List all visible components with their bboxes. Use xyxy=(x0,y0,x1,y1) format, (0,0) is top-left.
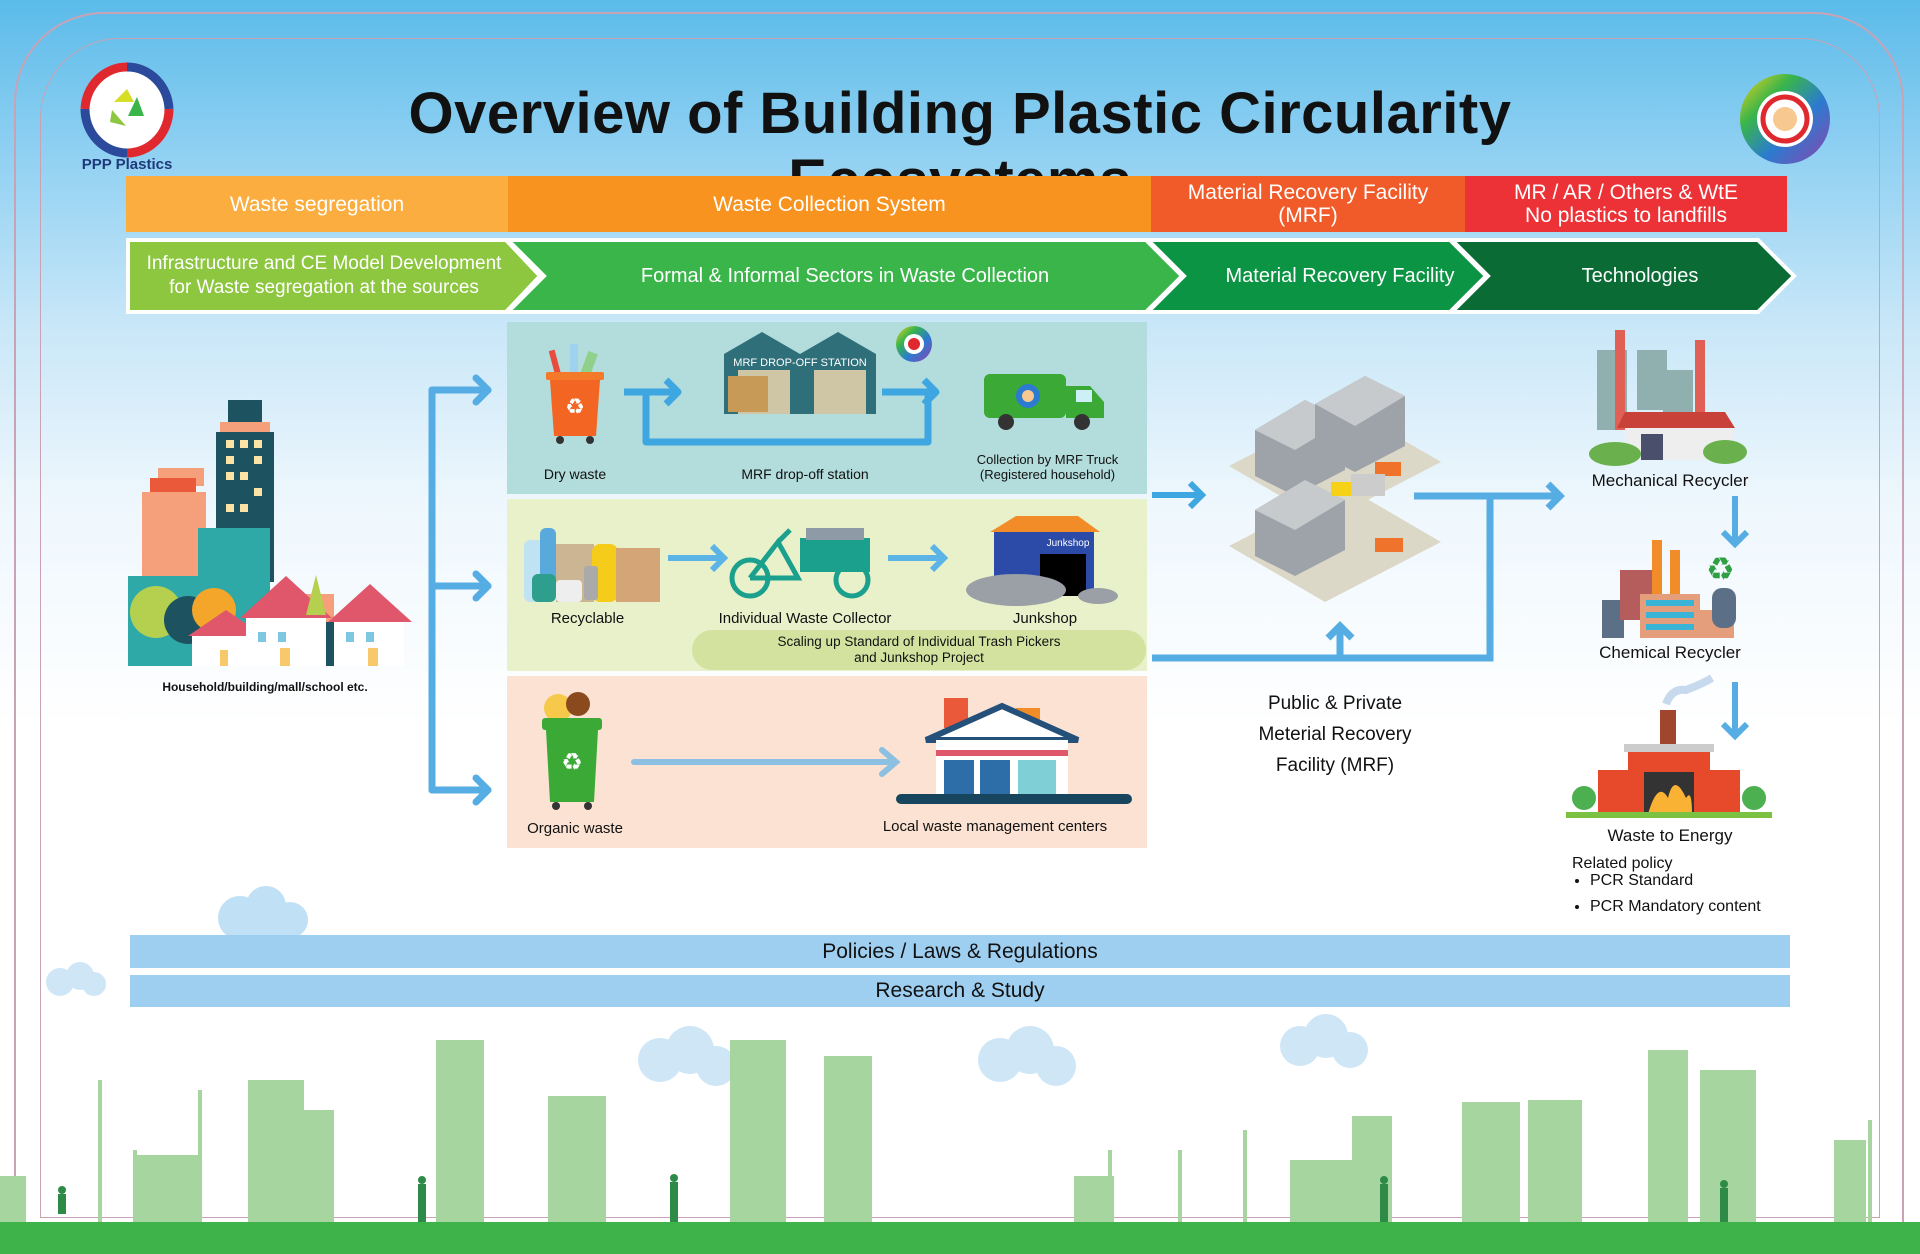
recycle-icon: ♻ xyxy=(1706,551,1735,587)
chevron-row xyxy=(126,238,1797,314)
ppp-plastics-label: PPP Plastics xyxy=(81,156,173,173)
stage-label: Material Recovery Facility (MRF) xyxy=(1187,181,1429,227)
mechanical-recycler-label: Mechanical Recycler xyxy=(1591,471,1749,490)
local-waste-center-label: Local waste management centers xyxy=(882,818,1108,835)
green-city-skyline xyxy=(0,1014,1872,1224)
junkshop-project-label: Scaling up Standard of Individual Trash … xyxy=(777,634,1061,665)
mrf-truck-label: Collection by MRF Truck (Registered hous… xyxy=(976,452,1119,482)
recyclable-label: Recyclable xyxy=(550,610,625,627)
mrf-facility-illustration xyxy=(1229,376,1441,602)
research-label: Research & Study xyxy=(875,979,1045,1002)
chevron-technologies xyxy=(1447,238,1797,314)
junkshop-icon: Junkshop xyxy=(966,516,1118,606)
related-policy-heading: Related policy xyxy=(1572,855,1673,872)
stage-label: Waste segregation xyxy=(229,192,405,216)
organic-waste-label: Organic waste xyxy=(527,820,623,837)
stage-technologies: MR / AR / Others & WtE No plastics to la… xyxy=(1465,176,1787,232)
svg-text:♻: ♻ xyxy=(565,394,585,419)
drop-off-loop-arrows xyxy=(624,377,940,446)
ground-strip xyxy=(0,1222,1920,1254)
stage-waste-collection: Waste Collection System xyxy=(508,176,1151,232)
mrf-truck-icon xyxy=(984,374,1104,430)
policy-item: PCR Standard xyxy=(1590,868,1761,894)
organic-waste-bin-icon: ♻ xyxy=(542,692,602,810)
city-buildings-illustration xyxy=(128,400,412,666)
chevron-label-technologies: Technologies xyxy=(1581,265,1699,287)
collector-tricycle-icon xyxy=(729,528,871,599)
down-arrow-1 xyxy=(1720,496,1750,549)
chevron-label-segregation: Infrastructure and CE Model Development … xyxy=(146,253,502,298)
mrf-drop-off-label: MRF drop-off station xyxy=(741,466,869,482)
down-arrow-2 xyxy=(1720,682,1750,741)
ppp-plastics-logo xyxy=(80,62,174,158)
mrf-drop-off-station-icon: MRF DROP-OFF STATION xyxy=(724,332,876,414)
research-bar: Research & Study xyxy=(130,975,1790,1007)
dry-waste-bin-icon: ♻ xyxy=(546,344,604,444)
chemical-recycler-icon xyxy=(1602,540,1736,638)
policies-label: Policies / Laws & Regulations xyxy=(822,939,1098,963)
waste-to-energy-icon xyxy=(1566,674,1772,818)
individual-collector-label: Individual Waste Collector xyxy=(718,610,892,627)
junkshop-sign: Junkshop xyxy=(1047,538,1090,549)
chevron-label-collection: Formal & Informal Sectors in Waste Colle… xyxy=(640,265,1050,287)
chevron-label-mrf: Material Recovery Facility xyxy=(1225,265,1455,287)
recyclable-flow-arrows xyxy=(668,543,949,573)
svg-text:♻: ♻ xyxy=(561,749,583,776)
stage-label: MR / AR / Others & WtE No plastics to la… xyxy=(1513,181,1739,227)
organic-flow-arrow xyxy=(631,747,901,777)
stage-mrf: Material Recovery Facility (MRF) xyxy=(1151,176,1465,232)
local-waste-center-icon xyxy=(896,698,1132,804)
cloud-icon xyxy=(218,886,308,940)
mrf-label: Public & Private Meterial Recovery Facil… xyxy=(1258,693,1412,776)
circularity-ecosystem-badge xyxy=(1740,74,1830,164)
stage-waste-segregation: Waste segregation xyxy=(126,176,508,232)
related-policy-list: PCR Standard PCR Mandatory content xyxy=(1572,868,1761,920)
junkshop-project-banner: Scaling up Standard of Individual Trash … xyxy=(692,630,1146,670)
policy-item: PCR Mandatory content xyxy=(1590,894,1761,920)
chemical-recycler-label: Chemical Recycler xyxy=(1599,643,1741,662)
mrf-connector-lines xyxy=(1152,481,1565,662)
policies-bar: Policies / Laws & Regulations xyxy=(130,935,1790,968)
dry-waste-label: Dry waste xyxy=(543,466,607,482)
drop-off-station-sign: MRF DROP-OFF STATION xyxy=(733,357,866,369)
cloud-icon xyxy=(46,962,106,996)
source-label: Household/building/mall/school etc. xyxy=(162,680,368,694)
mini-ecosystem-badge xyxy=(896,326,932,362)
recyclables-icon xyxy=(524,528,660,602)
mechanical-recycler-icon xyxy=(1589,330,1747,466)
stage-label: Waste Collection System xyxy=(713,192,946,216)
waste-to-energy-label: Waste to Energy xyxy=(1607,826,1733,845)
to-mrf-arrow xyxy=(1152,480,1207,510)
branch-arrows xyxy=(428,374,492,806)
junkshop-label: Junkshop xyxy=(1012,610,1078,627)
chevron-segregation xyxy=(126,238,543,314)
